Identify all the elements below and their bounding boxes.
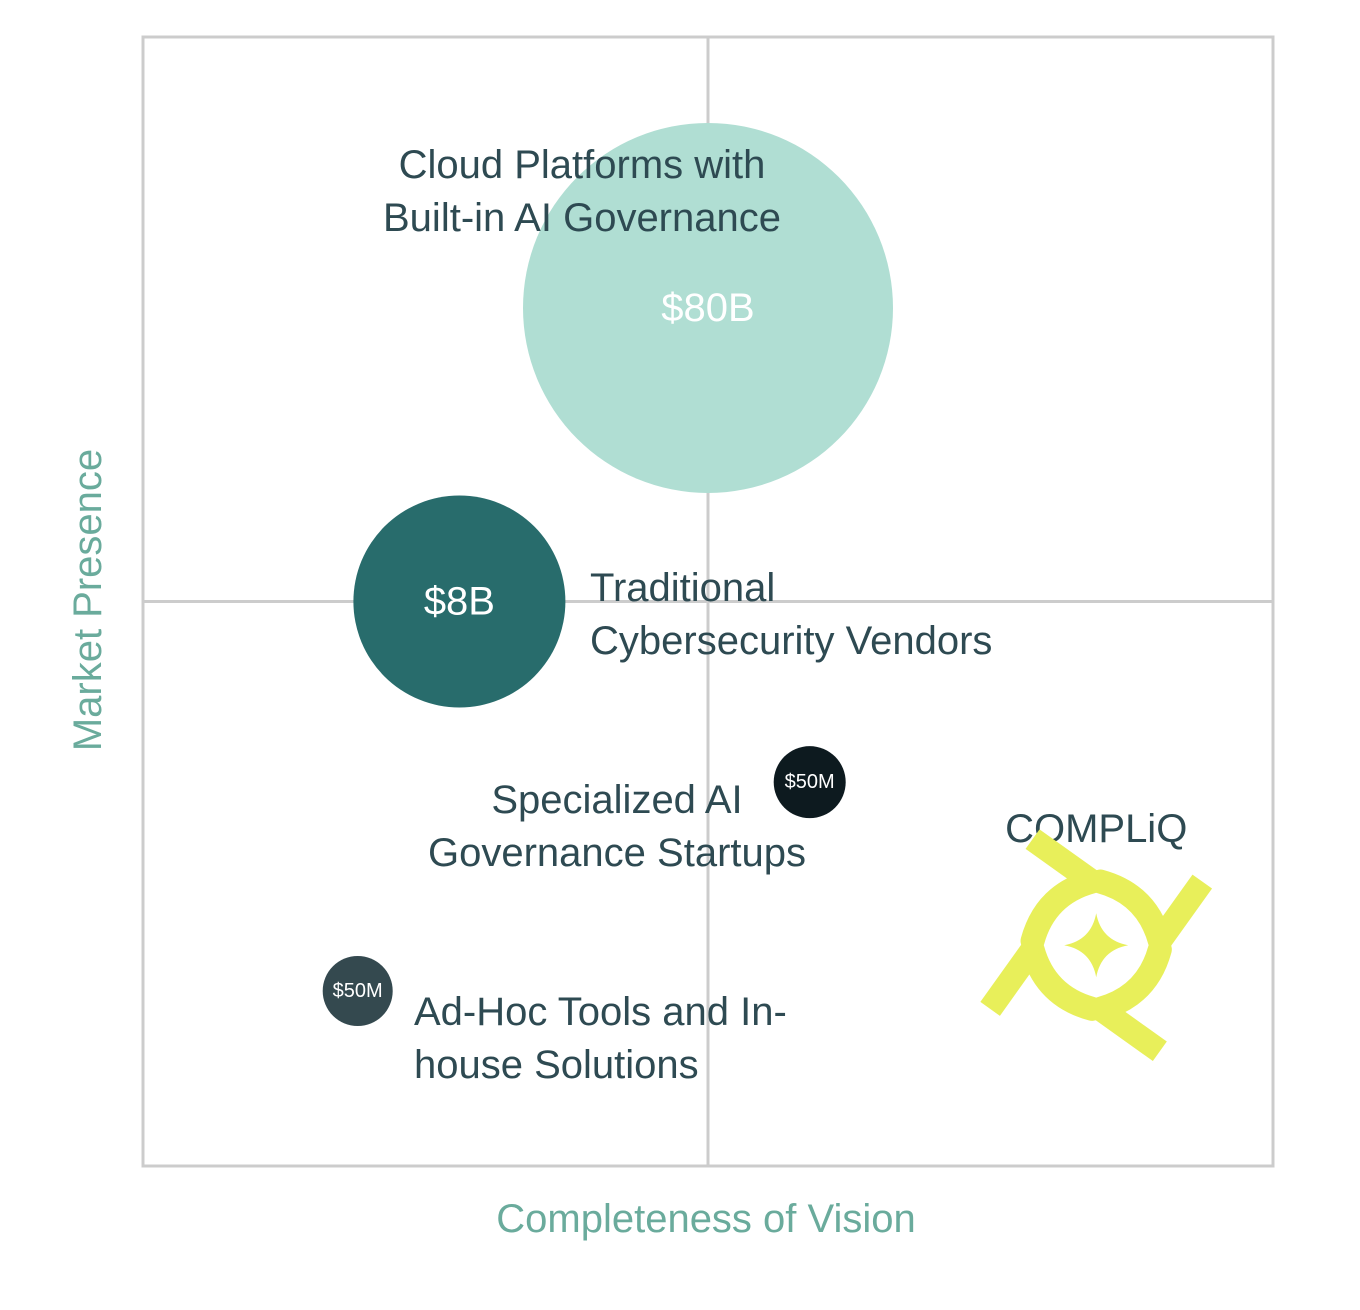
bubble-cloud xyxy=(523,122,893,493)
bubbles: $80B $8B $50M $50M Cloud Platforms withBuilt… xyxy=(322,122,992,1087)
bubble-label-traditional: Cybersecurity Vendors xyxy=(590,619,992,663)
bubble-adhoc xyxy=(322,956,393,1027)
bubble-value-traditional: $8B xyxy=(424,580,495,624)
bubble-label-cloud: Built-in AI Governance xyxy=(383,196,781,240)
bubble-traditional xyxy=(353,495,566,708)
bubble-label-adhoc: Ad-Hoc Tools and In- xyxy=(414,990,787,1034)
bubble-value-cloud: $80B xyxy=(661,286,754,330)
bubble-label-traditional: Traditional xyxy=(590,566,775,610)
bubble-label-adhoc: house Solutions xyxy=(414,1043,699,1087)
bubble-specialized xyxy=(773,746,846,819)
bubble-label-specialized: Governance Startups xyxy=(428,831,806,875)
bubble-value-adhoc: $50M xyxy=(333,980,383,1002)
y-axis-title: Market Presence xyxy=(66,449,110,751)
bubble-label-specialized: Specialized AI xyxy=(491,778,742,822)
x-axis-title: Completeness of Vision xyxy=(496,1197,916,1241)
compliq-logo-icon: COMPLiQ xyxy=(980,807,1213,1062)
bubble-label-cloud: Cloud Platforms with xyxy=(399,143,766,187)
bubble-value-specialized: $50M xyxy=(785,771,835,793)
compliq-mark xyxy=(980,829,1213,1062)
